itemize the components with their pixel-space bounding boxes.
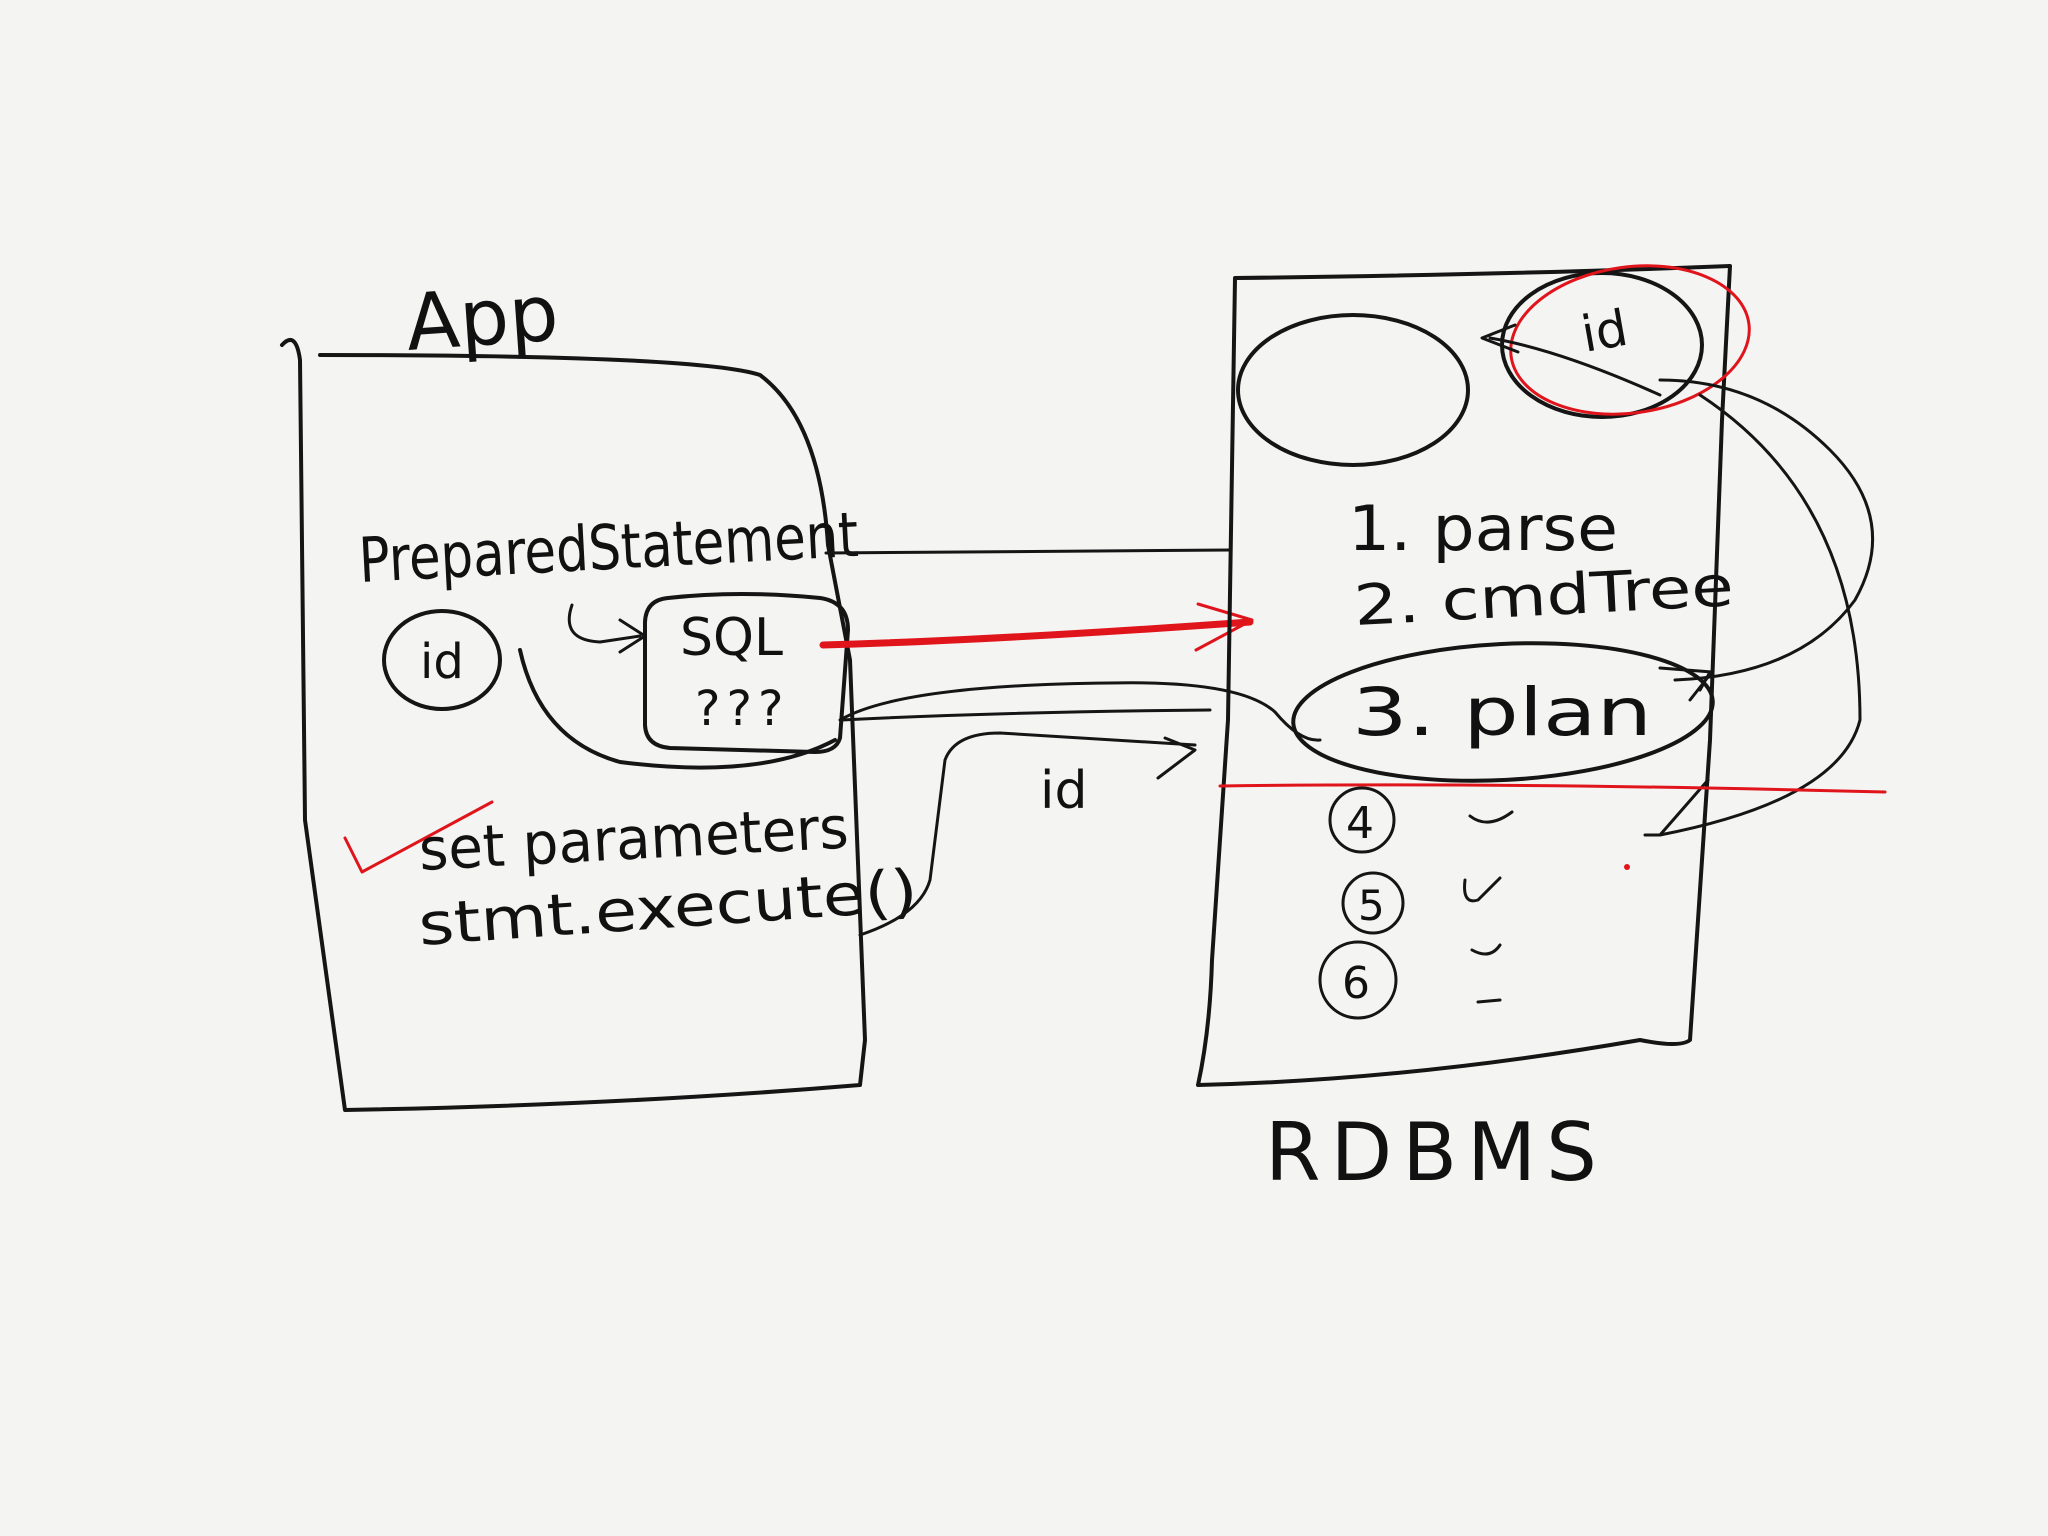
step-4-label: 4 xyxy=(1346,798,1374,849)
app-id-node: id xyxy=(382,609,502,711)
numbered-step-6: 6 xyxy=(1318,940,1502,1020)
sql-box-outline xyxy=(643,592,850,754)
sql-placeholders: ??? xyxy=(695,681,789,737)
rdbms-container: RDBMS xyxy=(1196,264,1732,1199)
numbered-step-4: 4 xyxy=(1328,786,1514,854)
id-binding-curve xyxy=(518,648,837,770)
step-6-dash xyxy=(1470,943,1502,956)
rdbms-box-outline xyxy=(1196,264,1732,1087)
sql-box: SQL ??? xyxy=(643,592,850,754)
cut-line xyxy=(1218,783,1887,794)
plan-cache-outer-loop xyxy=(1658,393,1862,837)
step-4-checkmark xyxy=(1468,810,1514,824)
execute-to-rdbms-curve xyxy=(858,731,1197,937)
numbered-step-5: 5 xyxy=(1341,871,1502,935)
plan-to-cache-loop xyxy=(1658,378,1874,682)
step-6-label: 6 xyxy=(1342,958,1370,1009)
step-cmdtree: 2. cmdTree xyxy=(1352,554,1735,639)
rdbms-title: RDBMS xyxy=(1265,1106,1607,1199)
app-id-ellipse xyxy=(382,609,502,711)
app-box-outline xyxy=(280,338,867,1112)
statement-to-rdbms-line xyxy=(824,548,1232,555)
app-id-label: id xyxy=(420,634,464,690)
plan-ellipse xyxy=(1291,641,1715,783)
step-plan: 3. plan xyxy=(1352,674,1652,751)
red-dot xyxy=(1624,864,1630,870)
checkmark-icon xyxy=(343,800,494,874)
cache-lookup-arrow xyxy=(1488,336,1662,397)
id-to-sql-arrow xyxy=(567,603,642,644)
cached-id-label: id xyxy=(1577,299,1632,364)
step-6-dash-2 xyxy=(1476,998,1502,1004)
step-6-circle xyxy=(1318,940,1398,1020)
prepared-statement-label: PreparedStatement xyxy=(357,498,860,597)
execute-to-rdbms-arrowhead xyxy=(1156,736,1197,780)
step-5-circle xyxy=(1341,871,1405,935)
plan-cache-ellipse xyxy=(1236,313,1470,467)
step-5-label: 5 xyxy=(1358,881,1385,930)
step-5-checkmark xyxy=(1463,876,1502,903)
cache-lookup-arrowhead xyxy=(1480,323,1520,354)
step-parse: 1. parse xyxy=(1348,492,1618,565)
app-title: App xyxy=(403,269,561,369)
sql-to-rdbms-arrow xyxy=(819,618,1254,649)
plan-step: 3. plan xyxy=(1291,641,1715,783)
app-container: App xyxy=(280,269,867,1112)
sql-lower-line xyxy=(840,708,1212,722)
cached-id-node: id xyxy=(1500,264,1751,419)
plan-cache-return-arrow xyxy=(1643,666,1714,837)
connector-id-label: id xyxy=(1040,761,1087,821)
sql-label: SQL xyxy=(680,608,783,668)
cached-id-highlight xyxy=(1509,264,1751,416)
step-4-circle xyxy=(1328,786,1396,854)
sql-to-plan-curve xyxy=(838,681,1322,742)
sql-to-rdbms-arrowhead xyxy=(1194,602,1254,652)
